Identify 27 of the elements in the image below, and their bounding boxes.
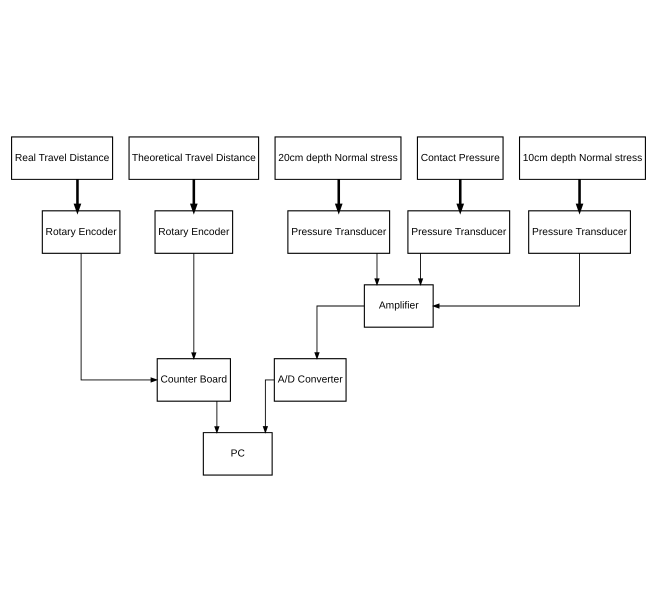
arrow (74, 179, 82, 214)
node-box: Pressure Transducer (407, 210, 510, 254)
arrow (418, 252, 424, 286)
arrow (190, 179, 198, 214)
node-box: PC (202, 432, 273, 476)
node-box: 10cm depth Normal stress (518, 136, 646, 180)
node-box: Rotary Encoder (42, 210, 120, 254)
node-box: Rotary Encoder (154, 210, 234, 254)
node-box: Pressure Transducer (287, 210, 390, 254)
arrow (314, 305, 365, 360)
arrow (214, 400, 220, 434)
node-box: Real Travel Distance (11, 136, 114, 180)
arrow (334, 179, 343, 214)
node-box: A/D Converter (274, 358, 347, 402)
node-box: Contact Pressure (416, 136, 504, 180)
arrow (191, 252, 196, 360)
node-box: Pressure Transducer (528, 210, 631, 254)
arrow (374, 252, 380, 286)
node-box: Theoretical Travel Distance (128, 136, 260, 180)
node-box: 20cm depth Normal stress (274, 136, 402, 180)
node-box: Amplifier (364, 284, 434, 328)
arrow (432, 252, 580, 308)
node-box: Counter Board (156, 358, 231, 402)
arrow (80, 252, 158, 382)
arrow (456, 179, 464, 214)
arrow (262, 378, 275, 434)
arrow (576, 179, 584, 214)
